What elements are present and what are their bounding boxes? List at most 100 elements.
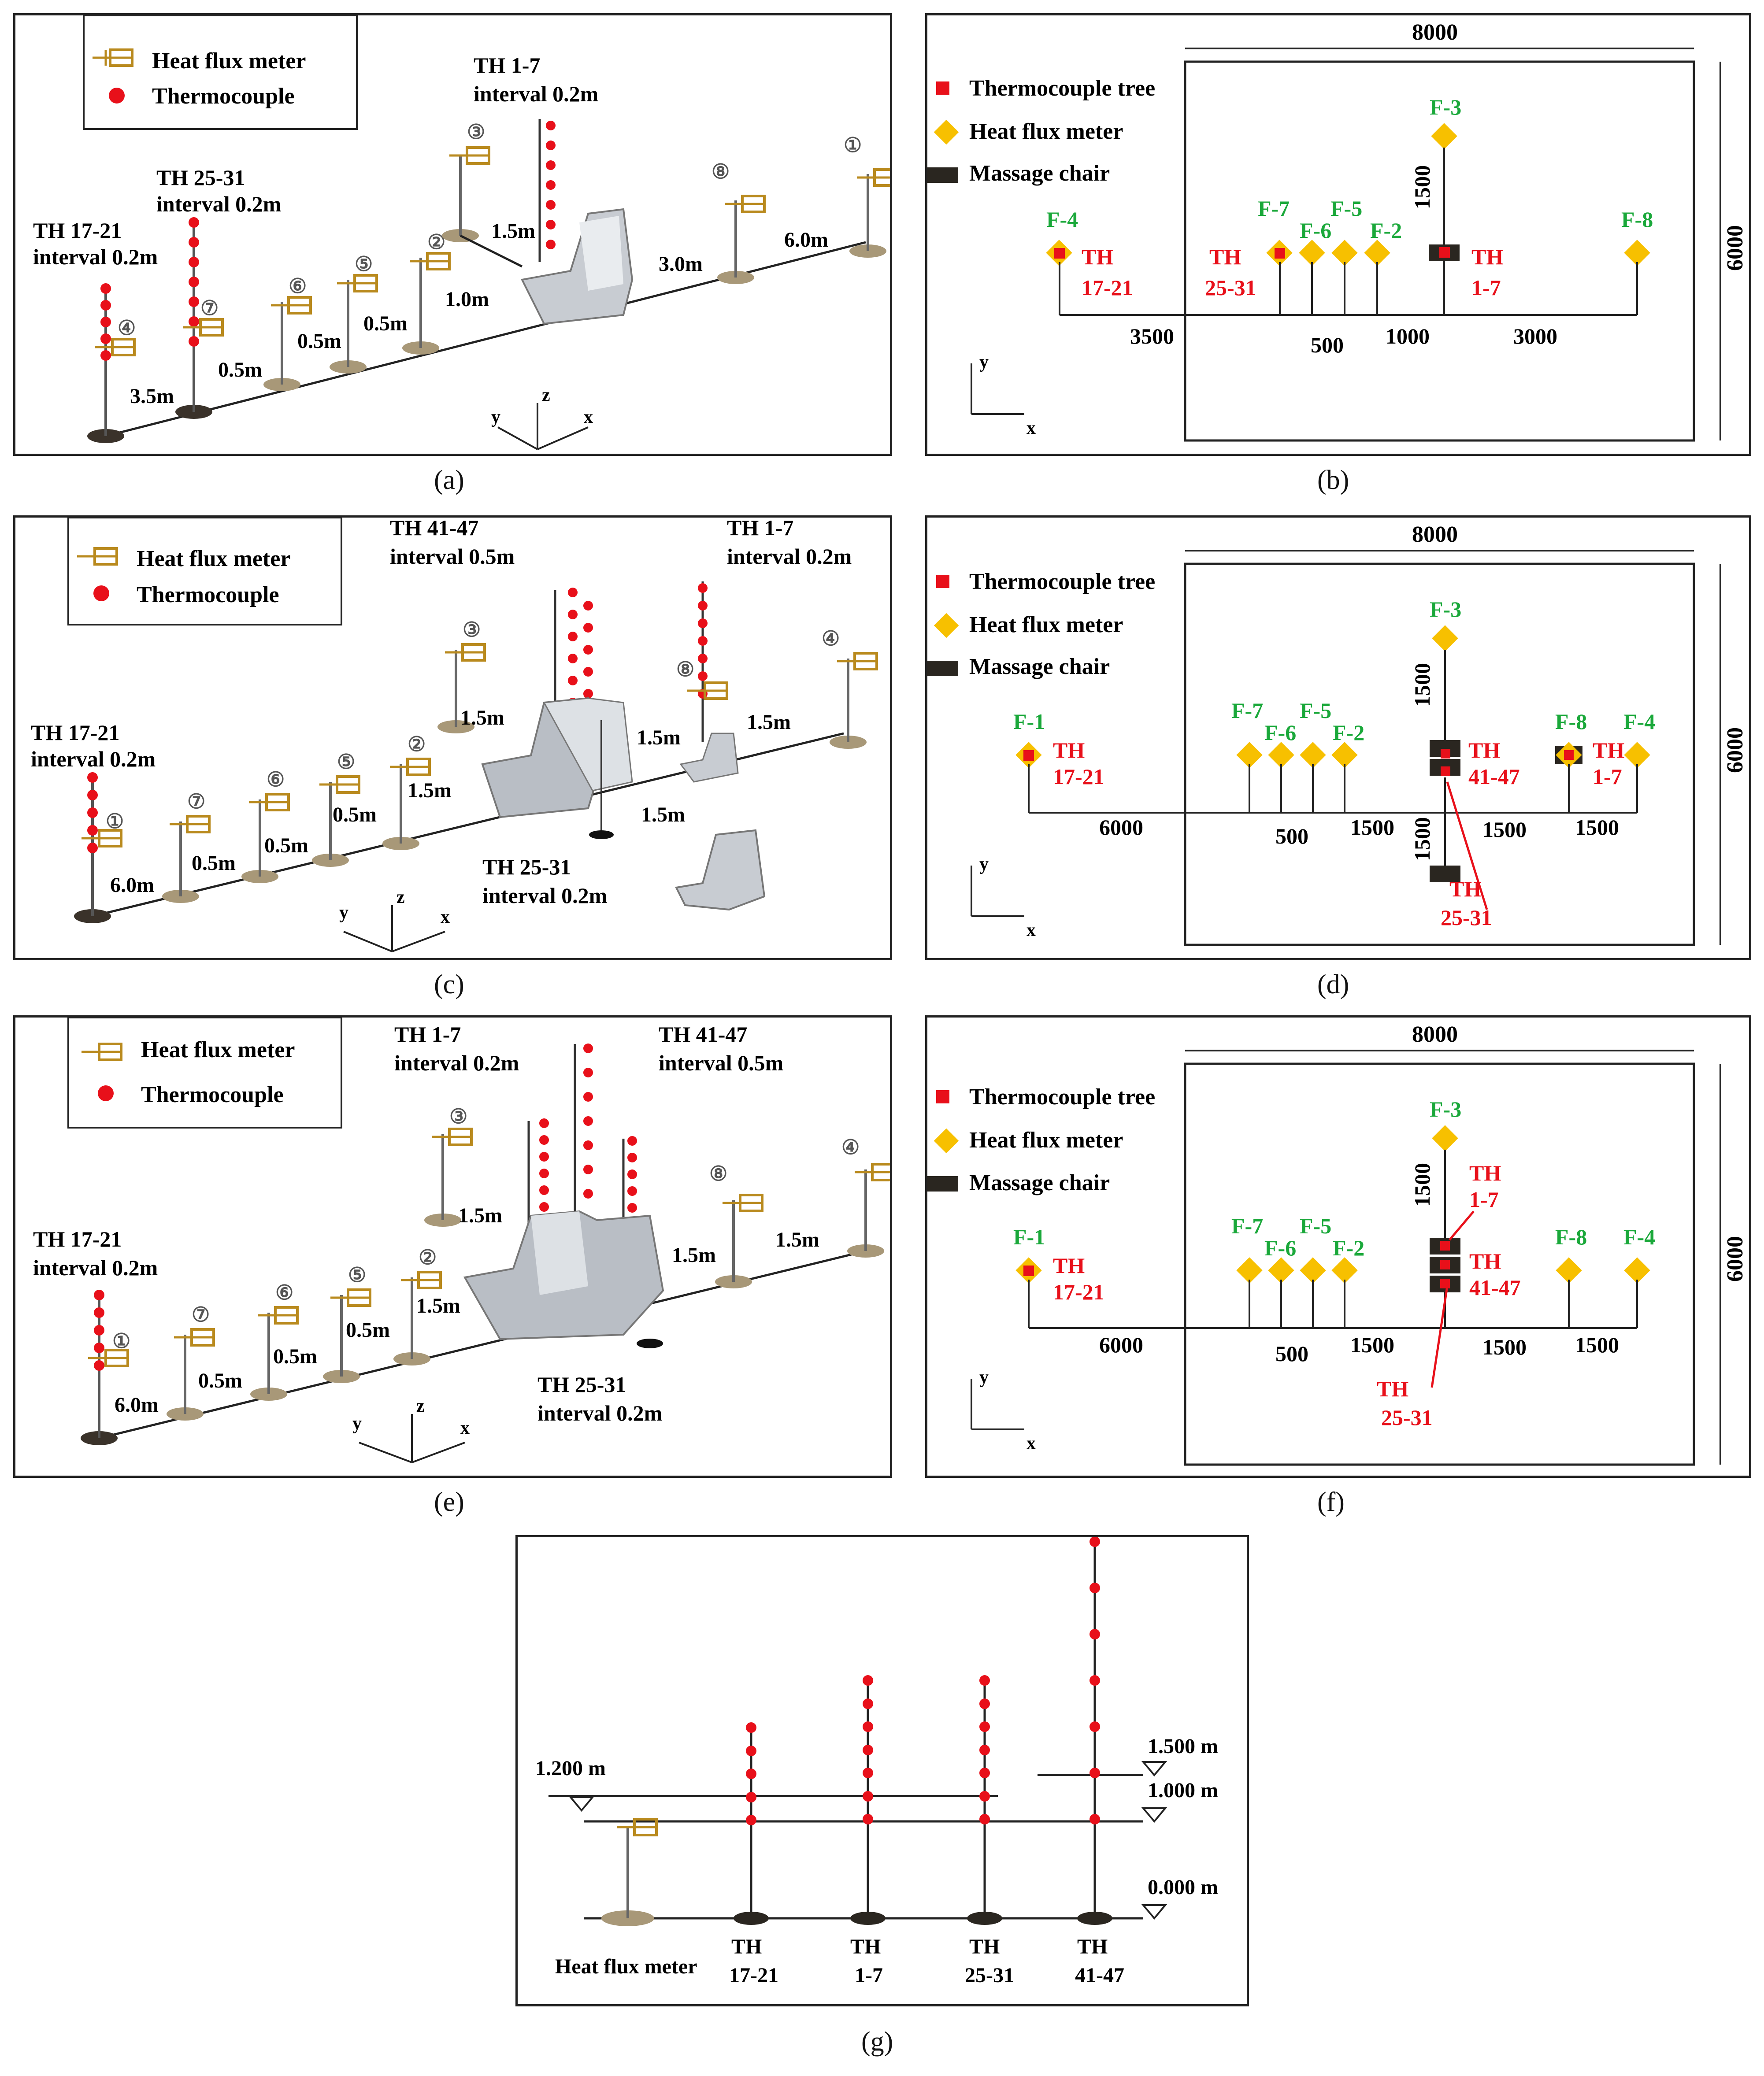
dist: 1.5m [408,779,452,802]
label-interval: interval 0.5m [659,1051,783,1075]
meter-f5-label: F-5 [1300,1214,1331,1238]
label-interval: interval 0.5m [390,544,515,569]
tree-label: TH [1377,1377,1408,1401]
dim: 1500 [1350,1332,1394,1357]
marker-3: ③ [467,121,485,143]
label-interval: interval 0.2m [482,883,607,908]
tree-label: 25-31 [965,1964,1014,1987]
marker-1: ① [106,810,124,833]
label-th1-7: TH 1-7 [394,1022,461,1047]
meter-7-icon [183,318,224,337]
marker-5: ⑤ [355,253,373,275]
meter-f7-label: F-7 [1258,196,1290,221]
tree-th1-7-points [546,121,556,249]
thermocouple-icon [109,88,125,104]
dist: 1.5m [641,803,685,826]
tree-label: 17-21 [1053,764,1104,789]
label-interval: interval 0.2m [474,81,598,106]
meter-f2-label: F-2 [1370,218,1402,243]
dist: 3.5m [130,385,174,408]
dist: 6.0m [115,1393,159,1417]
meter-f1-label: F-1 [1013,709,1045,734]
meter-3-stand [442,146,490,242]
caption-d: (d) [1317,970,1349,999]
dim: 1500 [1575,1332,1619,1357]
axis-y-label: y [979,854,989,874]
dist: 1.5m [747,711,791,734]
axis-pair [971,363,1024,415]
tree-label: 25-31 [1441,905,1492,930]
marker-2: ② [419,1246,437,1269]
heat-flux-meter-icon [93,48,133,67]
meter-f8-label: F-8 [1555,709,1587,734]
meter-4-icon [95,338,136,356]
dist: 1.5m [460,706,504,729]
meter-f1-label: F-1 [1013,1225,1045,1249]
massage-chairs [481,697,633,818]
label-interval: interval 0.2m [156,192,281,216]
legend-heat-flux-label: Heat flux meter [141,1037,295,1062]
dist: 0.5m [264,834,308,857]
axis-z-label: z [397,887,405,907]
tree-th25-31-points [189,217,199,347]
tree-label: 1-7 [1593,764,1622,789]
caption-a: (a) [434,465,464,495]
panel-g: 1.200 m 1.500 m 1.000 m 0.000 m TH 17-21… [515,1535,1249,2006]
tree-label: TH [1209,244,1241,269]
tree-th1-7 [698,581,708,742]
tree-label: TH [850,1935,881,1958]
panel-e: Heat flux meter Thermocouple ① TH 17-21 … [13,1015,896,1478]
massage-chair [521,208,634,325]
marker-3: ③ [449,1105,467,1128]
dim: 1500 [1350,815,1394,840]
panel-d: 8000 6000 Thermocouple tree Heat flux me… [925,515,1751,960]
panel-f: 8000 6000 Thermocouple tree Heat flux me… [925,1015,1751,1478]
label-interval: interval 0.2m [394,1051,519,1075]
legend-chair-label: Massage chair [969,161,1110,186]
chairs-center [1430,740,1460,882]
dim: 500 [1275,824,1308,848]
axis-x-label: x [1027,920,1036,940]
meter-f4-label: F-4 [1623,1225,1655,1249]
legend-heat-flux-label: Heat flux meter [152,48,306,74]
meter-f6-label: F-6 [1300,218,1331,243]
meter-f2-label: F-2 [1333,1236,1364,1260]
tree-label: TH [1053,738,1085,762]
chair-th1-7 [1429,244,1460,315]
tree-label: 1-7 [855,1964,883,1987]
dist: 0.5m [333,803,377,826]
legend-heat-flux-label: Heat flux meter [137,546,290,571]
panel-a: Heat flux meter Thermocouple ④ TH 17-21 … [13,13,898,456]
dim: 6000 [1099,815,1143,840]
label-th25-31: TH 25-31 [482,855,571,879]
axis-x-label: x [1027,1433,1036,1454]
legend-meter-label: Heat flux meter [969,612,1123,637]
caption-b: (b) [1317,465,1349,495]
meter-f4-label: F-4 [1623,709,1655,734]
tree-th41-47 [1077,1536,1112,1925]
label-th25-31: TH 25-31 [156,165,245,190]
dist: 1.5m [416,1294,460,1317]
dist: 0.5m [192,851,236,875]
axis-pair [971,866,1024,917]
legend-chair-label: Massage chair [969,654,1110,679]
axis-triad [359,1414,465,1463]
tree-label: TH [1053,1253,1085,1278]
marker-8: ⑧ [676,658,694,681]
meter-3-stand [437,643,486,733]
label-th1-7: TH 1-7 [727,518,793,540]
tree-th17-21-points [100,283,111,361]
tree-label: 25-31 [1205,275,1256,300]
panel-d-drawing: 8000 6000 Thermocouple tree Heat flux me… [927,522,1748,946]
caption-e: (e) [434,1487,464,1517]
room-outline [1184,60,1695,442]
elev-0000: 0.000 m [1148,1876,1218,1899]
marker-6: ⑥ [289,275,307,297]
label-interval: interval 0.2m [727,544,852,569]
dist: 1.0m [445,288,489,311]
meter-f4 [1046,240,1072,315]
meter-f6 [1268,742,1294,813]
panel-a-drawing: Heat flux meter Thermocouple ④ TH 17-21 … [33,15,898,450]
meter-f7 [1266,240,1293,315]
dim-vertical: 1500 [1410,165,1434,209]
